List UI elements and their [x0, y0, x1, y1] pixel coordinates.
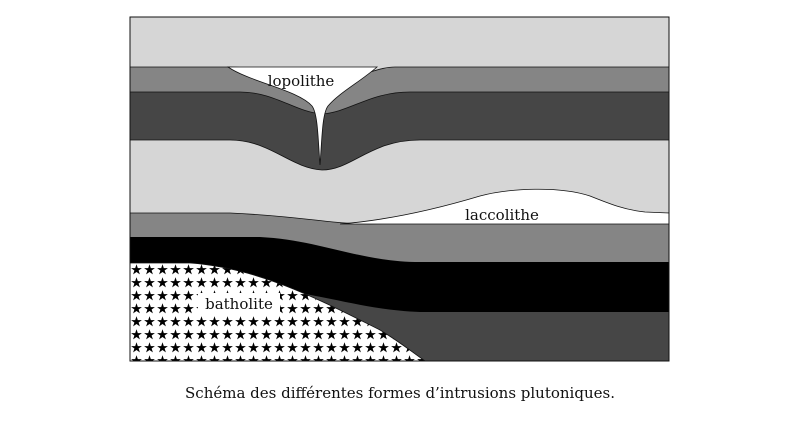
lopolith-body	[226, 66, 379, 166]
laccolith-body	[339, 188, 669, 225]
lopolith-label: lopolithe	[268, 72, 335, 90]
figure-caption: Schéma des différentes formes d’intrusio…	[185, 384, 615, 402]
batholith-label-background	[198, 293, 280, 315]
laccolith-label: laccolithe	[465, 206, 539, 224]
strata-layers	[130, 17, 669, 361]
diagram-frame	[129, 16, 670, 362]
batholith-label: batholite	[205, 295, 273, 313]
